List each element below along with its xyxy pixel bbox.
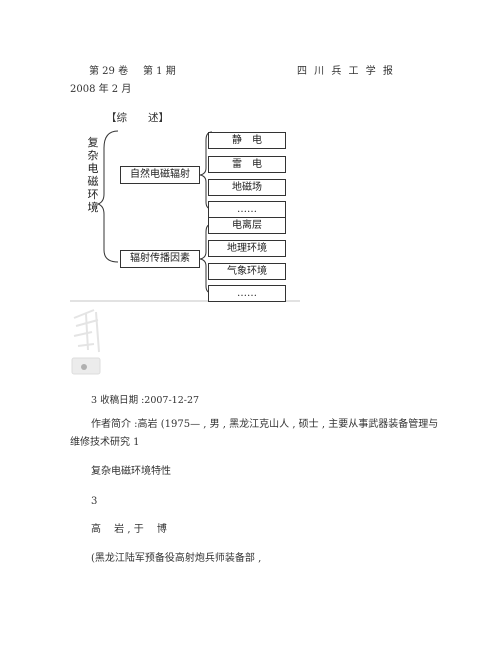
diagram-root: 复杂电磁环境 [87,136,99,214]
node-geomagnetic: 地磁场 [208,179,286,196]
article-title: 复杂电磁环境特性 [91,466,171,477]
group2-brace [199,223,213,294]
author-bio-line2: 维修技术研究 1 [70,437,140,448]
volume-label: 第 29 卷 [89,66,129,77]
issue-label: 第 1 期 [143,66,176,77]
node-geography: 地理环境 [208,240,286,257]
root-brace [96,130,119,263]
group-propagation-factors: 辐射传播因素 [120,250,200,268]
node-ellipsis-2: …… [208,285,286,302]
received-date: 3 收稿日期 :2007-12-27 [91,395,200,406]
node-static: 静 电 [208,132,286,149]
author-bio-line1: 作者简介 :高岩 (1975— , 男 , 黑龙江克山人 , 硕士 , 主要从事… [91,419,439,430]
journal-name: 四 川 兵 工 学 报 [297,66,395,77]
group1-brace [199,131,213,210]
section-tag: 【综 述】 [106,112,169,124]
affiliation: (黑龙江陆军预备役高射炮兵师装备部 , [91,553,262,564]
group-natural-radiation: 自然电磁辐射 [120,166,200,184]
node-weather: 气象环境 [208,263,286,280]
authors: 高 岩 , 于 博 [91,524,167,535]
node-ionosphere: 电离层 [208,217,286,234]
footnote-marker: 3 [91,496,98,507]
publication-date: 2008 年 2 月 [70,84,132,95]
node-lightning: 雷 电 [208,156,286,173]
